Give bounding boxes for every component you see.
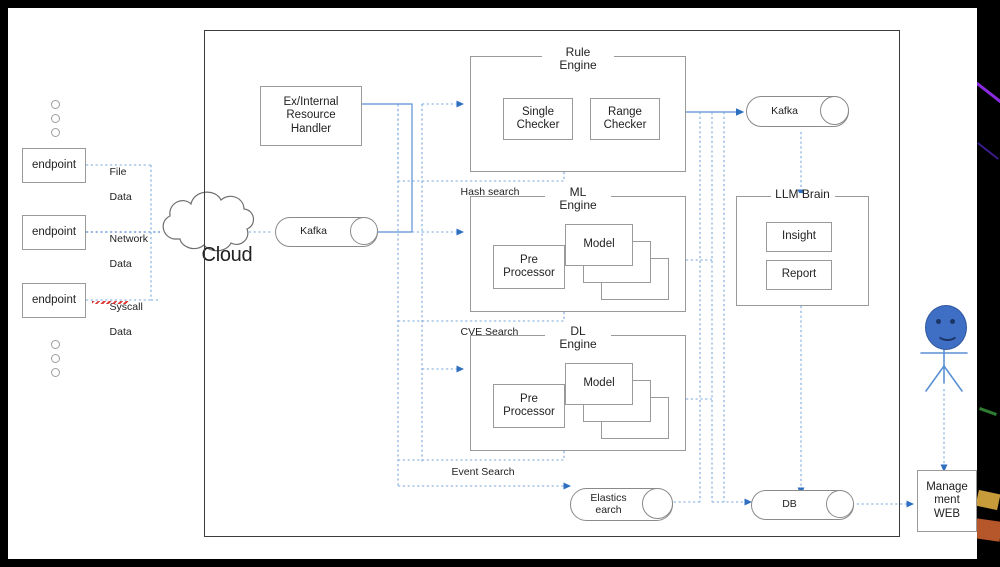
single-checker-line2: Checker — [516, 119, 560, 131]
insight-label: Insight — [782, 230, 816, 243]
cylinder-cap-icon — [350, 217, 378, 245]
range-checker-node[interactable]: Range Checker — [590, 98, 660, 140]
ml-model-label-1: Model — [583, 238, 615, 251]
llm-brain-title-text: LLM Brain — [775, 187, 830, 201]
ml-pre-processor-node[interactable]: Pre Processor — [493, 245, 565, 289]
event-search-text: Event Search — [451, 466, 515, 479]
handler-line2: Resource — [286, 109, 336, 122]
database-store[interactable]: DB — [751, 490, 854, 520]
mgmt-line3: WEB — [933, 507, 961, 520]
decorative-dot — [51, 114, 60, 123]
decorative-dot — [51, 128, 60, 137]
file-data-label: File Data — [92, 154, 132, 216]
range-checker-line1: Range — [608, 105, 642, 118]
range-checker-line2: Checker — [603, 119, 647, 131]
cylinder-cap-icon — [642, 488, 673, 519]
cloud-label: Cloud — [170, 220, 253, 291]
single-checker-line1: Single — [522, 105, 554, 118]
dl-model-node-1[interactable]: Model — [565, 363, 633, 405]
ml-engine-title-line1: ML — [569, 185, 587, 199]
dl-pre-line1: Pre — [520, 392, 538, 405]
mgmt-line1: Manage — [926, 481, 968, 494]
network-data-line1: Network — [109, 233, 149, 246]
syscall-data-line2: Data — [109, 326, 132, 339]
insight-node[interactable]: Insight — [766, 222, 832, 252]
elasticsearch-store[interactable]: Elastics earch — [570, 488, 673, 521]
ex-internal-resource-handler[interactable]: Ex/Internal Resource Handler — [260, 86, 362, 146]
database-label: DB — [782, 498, 797, 511]
dl-engine-title-line2: Engine — [559, 337, 597, 352]
dl-pre-processor-node[interactable]: Pre Processor — [493, 384, 565, 428]
ml-engine-title: ML Engine — [470, 185, 686, 213]
network-data-line2: Data — [109, 258, 132, 271]
network-data-label: Network Data — [92, 221, 149, 283]
llm-brain-group[interactable]: LLM Brain Insight Report — [736, 187, 869, 306]
actor-eye-right-icon — [950, 319, 955, 324]
decorative-dot — [51, 368, 60, 377]
endpoint-label: endpoint — [31, 293, 77, 306]
dl-pre-line2: Processor — [503, 406, 555, 418]
decorative-dot — [51, 340, 60, 349]
elasticsearch-line2: earch — [595, 503, 622, 516]
endpoint-node-file[interactable]: endpoint — [22, 148, 86, 183]
kafka-egress-queue[interactable]: Kafka — [746, 96, 849, 127]
endpoint-node-syscall[interactable]: endpoint — [22, 283, 86, 318]
rule-engine-title: Rule Engine — [470, 45, 686, 73]
elasticsearch-line1: Elastics — [590, 491, 627, 504]
dl-model-label-1: Model — [583, 377, 615, 390]
syscall-data-label: Syscall Data — [92, 289, 143, 351]
file-data-line2: Data — [109, 191, 132, 204]
rule-engine-title-line2: Engine — [559, 58, 597, 73]
dl-engine-group[interactable]: DL Engine Pre Processor Model Model Mode… — [470, 324, 686, 451]
ml-engine-title-line2: Engine — [559, 198, 597, 213]
cloud-label-text: Cloud — [201, 243, 253, 266]
kafka-ingress-label: Kafka — [300, 225, 327, 238]
rule-engine-group[interactable]: Rule Engine Single Checker Range Checker — [470, 45, 686, 172]
spellcheck-underline-icon — [92, 301, 129, 304]
decorative-dot — [51, 100, 60, 109]
cylinder-cap-icon — [826, 490, 854, 518]
actor-eye-left-icon — [936, 319, 941, 324]
ml-model-node-1[interactable]: Model — [565, 224, 633, 266]
handler-line3: Handler — [290, 122, 332, 135]
report-node[interactable]: Report — [766, 260, 832, 290]
system-boundary-box — [204, 30, 900, 537]
single-checker-node[interactable]: Single Checker — [503, 98, 573, 140]
handler-line1: Ex/Internal — [283, 96, 339, 109]
kafka-egress-label: Kafka — [771, 104, 798, 117]
llm-brain-title: LLM Brain — [736, 187, 869, 201]
presentation-slide: endpoint File Data endpoint Network Data… — [8, 8, 977, 559]
hash-search-caption: Hash search — [443, 174, 520, 211]
endpoint-label: endpoint — [31, 225, 77, 238]
cylinder-cap-icon — [820, 96, 849, 125]
rule-engine-title-line1: Rule — [565, 45, 591, 59]
endpoint-node-network[interactable]: endpoint — [22, 215, 86, 250]
dl-engine-title-line1: DL — [570, 324, 586, 338]
file-data-line1: File — [109, 166, 127, 179]
syscall-data-line1: Syscall — [109, 301, 143, 314]
report-label: Report — [781, 268, 817, 281]
ml-pre-line2: Processor — [503, 267, 555, 279]
photo-bleed-decoration — [977, 0, 1000, 567]
management-web-node[interactable]: Manage ment WEB — [917, 470, 977, 532]
mgmt-line2: ment — [934, 494, 960, 507]
kafka-ingress-queue[interactable]: Kafka — [275, 217, 378, 247]
event-search-caption: Event Search — [434, 454, 515, 491]
decorative-dot — [51, 354, 60, 363]
hash-search-text: Hash search — [460, 186, 520, 199]
endpoint-label: endpoint — [31, 158, 77, 171]
actor-smile-icon — [936, 324, 959, 341]
dl-engine-title: DL Engine — [470, 324, 686, 352]
actor-head-icon — [925, 305, 967, 350]
ml-engine-group[interactable]: ML Engine Pre Processor Model Model Mode… — [470, 185, 686, 312]
ml-pre-line1: Pre — [520, 253, 538, 266]
